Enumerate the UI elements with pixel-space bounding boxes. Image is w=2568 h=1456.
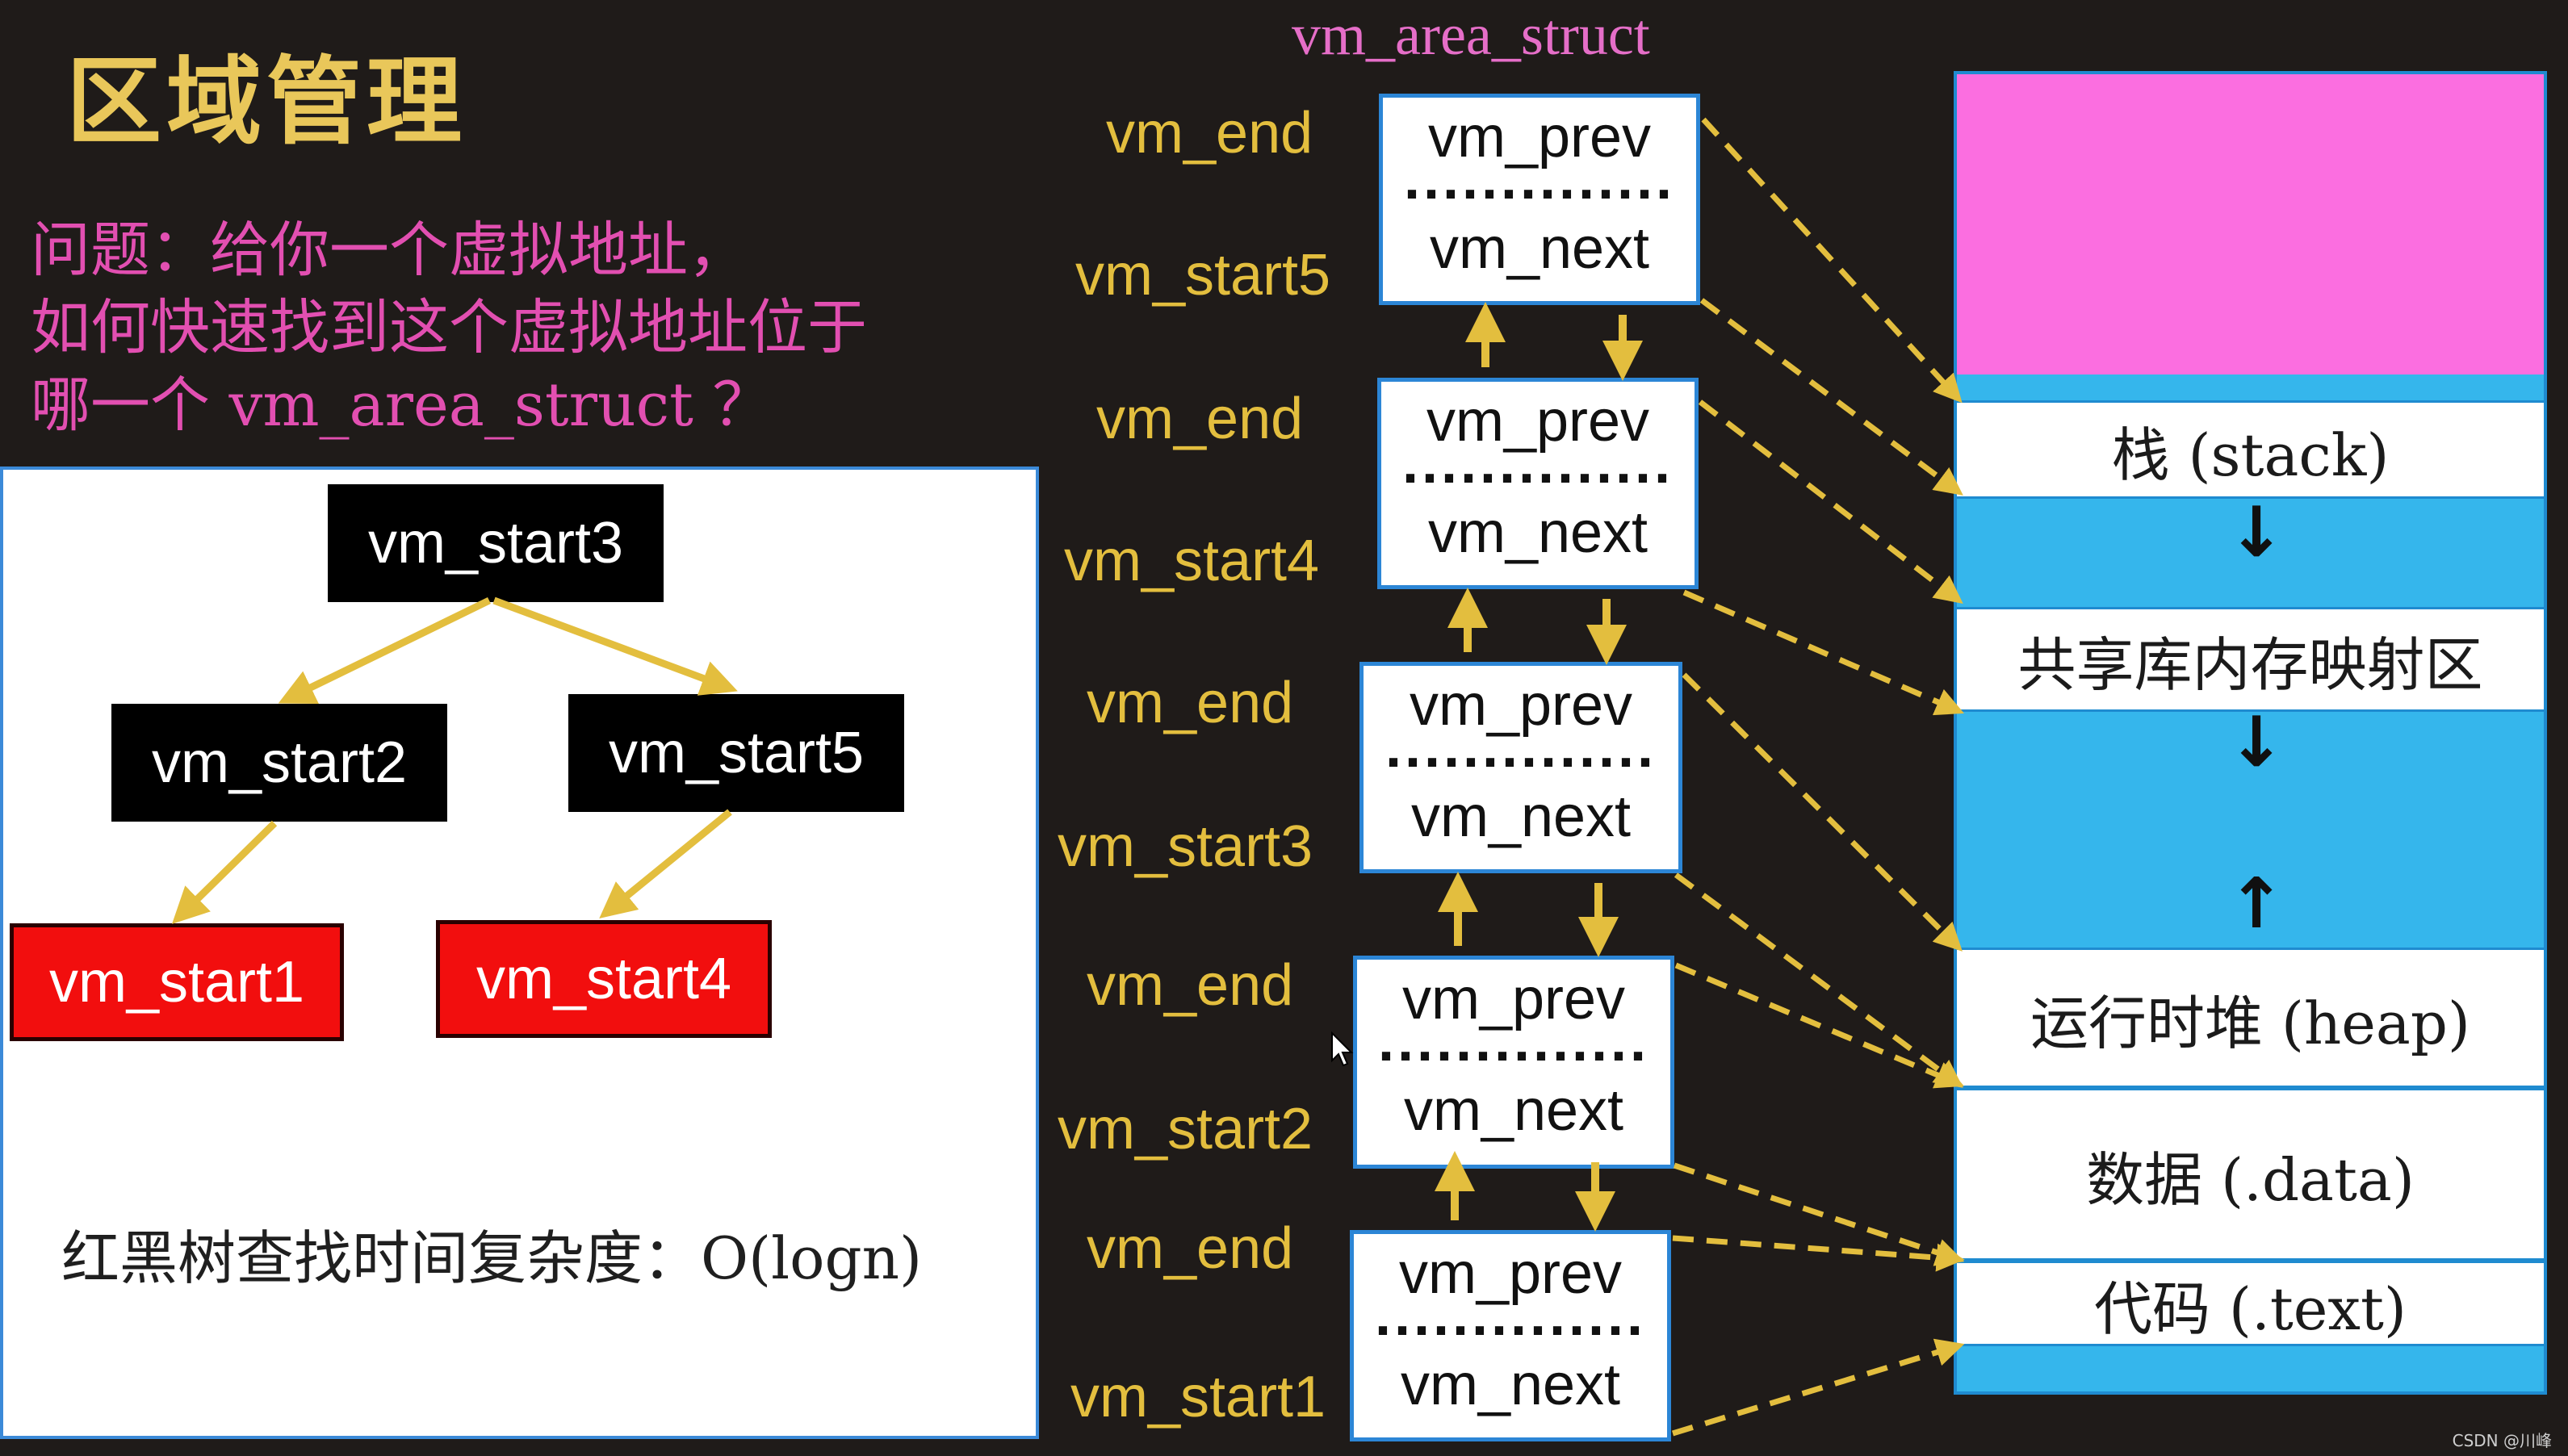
mapping-arrow (1699, 298, 1963, 496)
arrow-down-icon: ↓ (2227, 492, 2286, 573)
vm-area-box-4: vm_prev .............. vm_next (1353, 956, 1674, 1169)
mapping-arrow (1673, 1162, 1965, 1266)
tree-node-left-leaf: vm_start1 (10, 923, 344, 1041)
watermark: CSDN @川峰 (2452, 1431, 2552, 1450)
vm-end-label-1: vm_end (1106, 101, 1313, 165)
vm-end-label-2: vm_end (1096, 387, 1304, 451)
memory-segment-data: 数据 (.data) (1957, 1088, 2544, 1261)
vm-prev-field: vm_prev (1401, 967, 1626, 1031)
vm-dots: .............. (1374, 1283, 1647, 1348)
mouse-cursor-icon (1331, 1031, 1354, 1067)
struct-title: vm_area_struct (1292, 2, 1650, 67)
tree-edge (172, 820, 278, 924)
vm-start-label-2: vm_start4 (1064, 529, 1320, 593)
tree-edge (278, 596, 491, 705)
question-line-1: 问题：给你一个虚拟地址， (31, 215, 748, 285)
mapping-arrow (1698, 400, 1963, 604)
vm-end-label-5: vm_end (1087, 1216, 1294, 1281)
vm-end-label-3: vm_end (1087, 671, 1294, 735)
vm-dots: .............. (1377, 1009, 1650, 1073)
memory-segment-top (1957, 74, 2544, 374)
vm-prev-field: vm_prev (1398, 1241, 1623, 1306)
vm-next-field: vm_next (1429, 216, 1650, 281)
vm-area-box-3: vm_prev .............. vm_next (1359, 662, 1682, 873)
tree-edge (599, 809, 732, 918)
tree-node-left: vm_start2 (111, 704, 447, 822)
page-title: 区域管理 (66, 45, 467, 157)
vm-next-field: vm_next (1427, 500, 1648, 565)
vm-prev-field: vm_prev (1409, 673, 1633, 738)
memory-layout: 栈 (stack) ↓ 共享库内存映射区 ↓ ↑ 运行时堆 (heap) 数据 … (1954, 71, 2547, 1395)
vm-area-box-1: vm_prev .............. vm_next (1379, 94, 1700, 305)
rb-tree-panel: vm_start3 vm_start2 vm_start5 vm_start1 … (0, 467, 1039, 1439)
memory-segment-stack: 栈 (stack) (1957, 400, 2544, 499)
arrow-up-icon: ↑ (2227, 864, 2286, 944)
memory-segment-shared: 共享库内存映射区 (1957, 607, 2544, 712)
vm-start-label-3: vm_start3 (1058, 814, 1313, 879)
question-line-2: 如何快速找到这个虚拟地址位于 (31, 293, 867, 362)
mapping-arrow (1682, 589, 1964, 716)
tree-node-root: vm_start3 (328, 484, 664, 602)
vm-dots: .............. (1401, 431, 1674, 496)
vm-dots: .............. (1403, 147, 1676, 211)
vm-area-box-2: vm_prev .............. vm_next (1377, 378, 1699, 589)
vm-area-box-5: vm_prev .............. vm_next (1350, 1230, 1671, 1441)
mapping-arrow (1671, 1338, 1965, 1437)
memory-segment-heap: 运行时堆 (heap) (1957, 948, 2544, 1088)
vm-next-field: vm_next (1400, 1353, 1621, 1417)
vm-start-label-1: vm_start5 (1075, 243, 1331, 308)
mapping-arrow (1674, 872, 1963, 1088)
vm-next-field: vm_next (1410, 784, 1632, 849)
vm-start-label-5: vm_start1 (1070, 1365, 1326, 1429)
tree-node-right: vm_start5 (568, 694, 904, 812)
tree-edge (492, 596, 738, 696)
vm-next-field: vm_next (1403, 1078, 1624, 1143)
vm-end-label-4: vm_end (1087, 953, 1294, 1018)
vm-start-label-4: vm_start2 (1058, 1097, 1313, 1161)
vm-prev-field: vm_prev (1427, 105, 1652, 169)
question-text: 问题：给你一个虚拟地址， 如何快速找到这个虚拟地址位于 哪一个 vm_area_… (31, 211, 1032, 444)
complexity-text: 红黑树查找时间复杂度：O(logn) (61, 1224, 923, 1292)
vm-dots: .............. (1385, 715, 1657, 780)
question-line-3: 哪一个 vm_area_struct ？ (31, 370, 773, 440)
mapping-arrow (1682, 672, 1963, 952)
mapping-arrow (1701, 117, 1963, 404)
arrow-down-icon: ↓ (2227, 702, 2286, 783)
tree-node-right-leaf: vm_start4 (436, 920, 772, 1038)
mapping-arrow (1674, 962, 1965, 1089)
mapping-arrow (1672, 1235, 1965, 1272)
memory-segment-text: 代码 (.text) (1957, 1261, 2544, 1346)
vm-prev-field: vm_prev (1426, 389, 1650, 454)
